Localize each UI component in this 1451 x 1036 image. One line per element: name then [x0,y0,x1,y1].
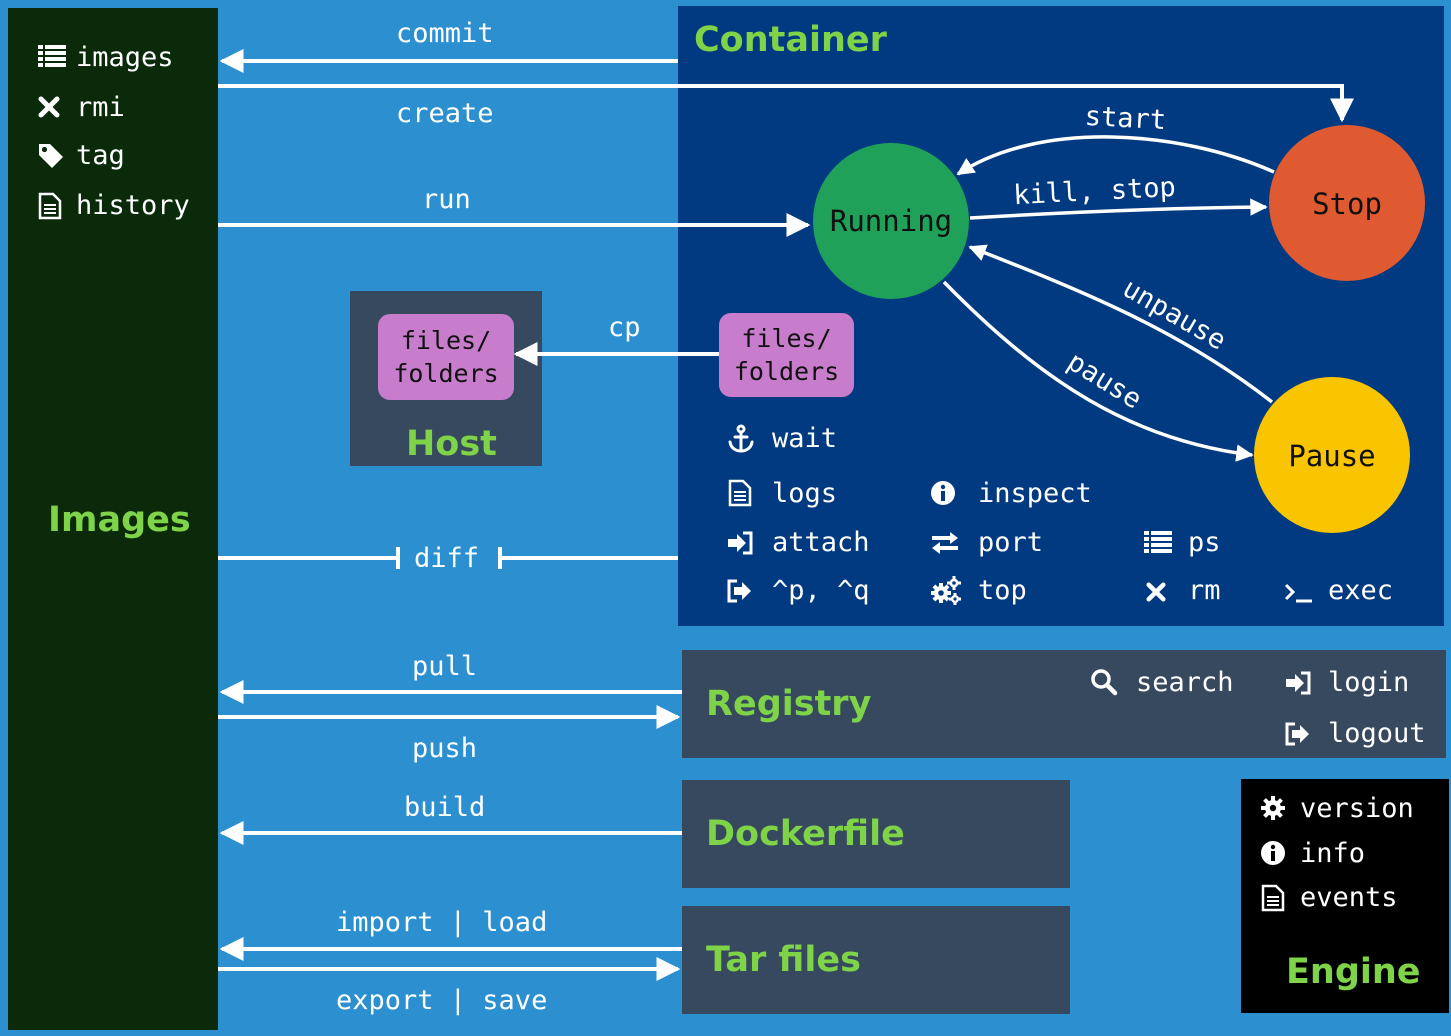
dockerfile-title: Dockerfile [706,814,905,854]
pause-label-transition: pause [1062,346,1147,415]
diff-label: diff [414,543,480,574]
rmi-command: rmi [76,92,125,123]
info-icon [1260,840,1286,866]
build-label: build [404,792,486,823]
registry-panel [682,650,1446,758]
create-arrow [218,84,1354,123]
import-load-label: import | load [336,907,548,938]
info-command: info [1300,838,1366,869]
push-label: push [412,733,478,764]
attach-command: attach [772,527,870,558]
kill-stop-label: kill, stop [1013,172,1177,211]
detach-command: ^p, ^q [772,575,870,606]
tarfiles-title: Tar files [706,940,861,980]
events-command: events [1300,882,1398,913]
pause-state [1254,377,1410,533]
images-title: Images [48,500,191,540]
exchange-icon [930,531,960,555]
export-save-label: export | save [336,985,548,1016]
tarfiles-panel [682,906,1070,1014]
pull-label: pull [412,651,478,682]
tag-icon [37,142,65,170]
host-files-folders-label: files/ folders [393,326,499,388]
commit-label: commit [396,18,494,49]
running-label: Running [830,204,952,238]
images-command: images [76,42,174,73]
container-files-folders: files/ folders [719,313,854,397]
list-icon [38,44,66,68]
cp-label: cp [608,312,641,343]
document-icon [728,479,752,507]
search-icon [1090,668,1118,696]
container-title: Container [694,20,887,60]
unpause-arrow [968,244,1274,404]
close-icon [38,96,60,118]
running-state [813,143,969,299]
unpause-label: unpause [1117,273,1231,357]
container-files-folders-label: files/ folders [733,324,840,386]
sign-out-icon [1284,721,1312,747]
engine-title: Engine [1286,952,1421,992]
sign-in-icon [726,530,754,556]
gear-icon [1260,795,1286,821]
pause-arrow [942,280,1254,462]
port-command: port [978,527,1044,558]
close-icon [1146,582,1166,602]
wait-command: wait [772,423,838,454]
list-icon [1144,530,1172,554]
start-arrow [956,135,1275,176]
info-icon [930,480,956,506]
document-icon [1261,884,1285,912]
logs-command: logs [772,478,838,509]
kill-stop-arrow [969,198,1268,220]
terminal-icon [1284,582,1314,604]
sign-in-icon [1284,670,1312,696]
version-command: version [1300,793,1414,824]
top-command: top [978,575,1027,606]
exec-command: exec [1328,575,1394,606]
create-label: create [396,98,494,129]
sign-out-icon [726,578,754,604]
login-command: login [1328,667,1410,698]
start-label: start [1084,101,1167,136]
history-command: history [76,190,190,221]
anchor-icon [726,424,756,454]
host-files-folders: files/ folders [378,314,514,400]
search-command: search [1136,667,1234,698]
inspect-command: inspect [978,478,1092,509]
images-panel [8,8,218,1030]
run-label: run [422,184,471,215]
document-icon [38,192,62,220]
host-title: Host [406,424,497,464]
tag-command: tag [76,140,125,171]
gears-icon [930,575,962,605]
pause-label: Pause [1288,439,1375,473]
stop-label: Stop [1312,187,1382,221]
dockerfile-panel [682,780,1070,888]
rm-command: rm [1188,575,1221,606]
stop-state [1269,125,1425,281]
logout-command: logout [1328,718,1426,749]
registry-title: Registry [706,684,872,724]
ps-command: ps [1188,527,1221,558]
